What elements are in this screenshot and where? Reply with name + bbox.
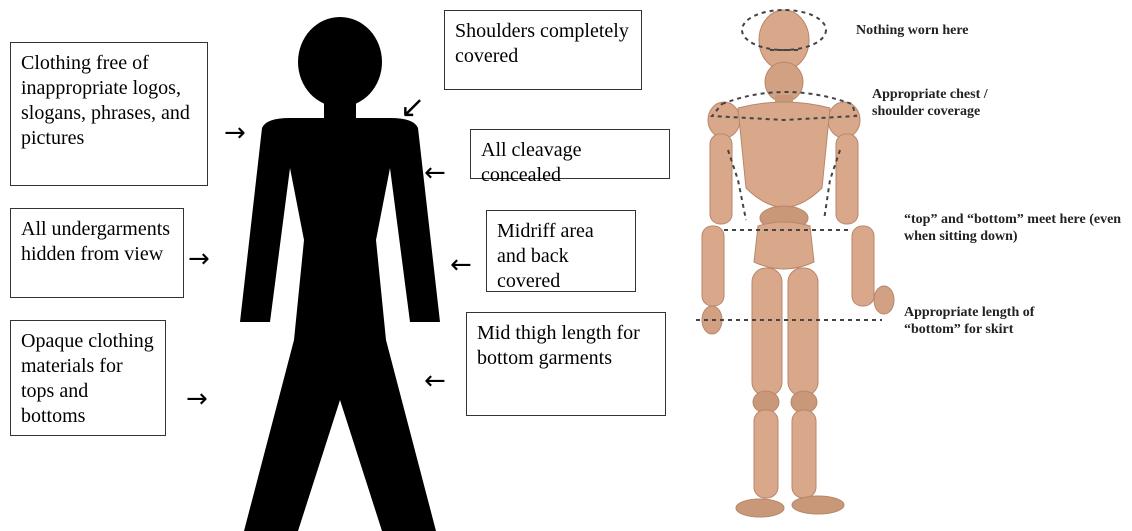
arrow-right-icon: → [186, 386, 208, 412]
mannequin-label-length-text: Appropriate length of “bottom” for skirt [904, 305, 1034, 337]
mannequin-label-chest-text: Appropriate chest / shoulder coverage [872, 87, 988, 119]
label-box-undergarments: All undergarments hidden from view [10, 208, 184, 298]
label-box-midriff: Midriff area and back covered [486, 210, 636, 292]
arrow-down-left-icon: ↙ [400, 95, 425, 121]
arrow-right-icon: → [188, 246, 210, 272]
label-thigh-text: Mid thigh length for bottom garments [477, 322, 640, 369]
mannequin-label-chest: Appropriate chest / shoulder coverage [872, 86, 1032, 120]
label-undergarments-text: All undergarments hidden from view [21, 218, 170, 265]
label-box-logos: Clothing free of inappropriate logos, sl… [10, 42, 208, 186]
arrow-right-icon: → [224, 120, 246, 146]
label-box-shoulders: Shoulders completely covered [444, 10, 642, 90]
label-cleavage-text: All cleavage concealed [481, 139, 582, 186]
arrow-left-icon: ← [424, 160, 446, 186]
label-box-thigh: Mid thigh length for bottom garments [466, 312, 666, 416]
arrow-left-icon: ← [450, 252, 472, 278]
mannequin-label-head-text: Nothing worn here [856, 23, 969, 38]
mannequin-label-waist: “top” and “bottom” meet here (even when … [904, 211, 1130, 245]
label-opaque-text: Opaque clothing materials for tops and b… [21, 330, 154, 427]
mannequin-label-length: Appropriate length of “bottom” for skirt [904, 304, 1074, 338]
mannequin-label-head: Nothing worn here [856, 22, 1076, 39]
mannequin-label-waist-text: “top” and “bottom” meet here (even when … [904, 212, 1121, 244]
label-shoulders-text: Shoulders completely covered [455, 20, 629, 67]
wooden-mannequin [702, 10, 894, 517]
arrow-left-icon: ← [424, 368, 446, 394]
label-box-cleavage: All cleavage concealed [470, 129, 670, 179]
label-box-opaque: Opaque clothing materials for tops and b… [10, 320, 166, 436]
label-logos-text: Clothing free of inappropriate logos, sl… [21, 52, 190, 149]
label-midriff-text: Midriff area and back covered [497, 220, 594, 292]
